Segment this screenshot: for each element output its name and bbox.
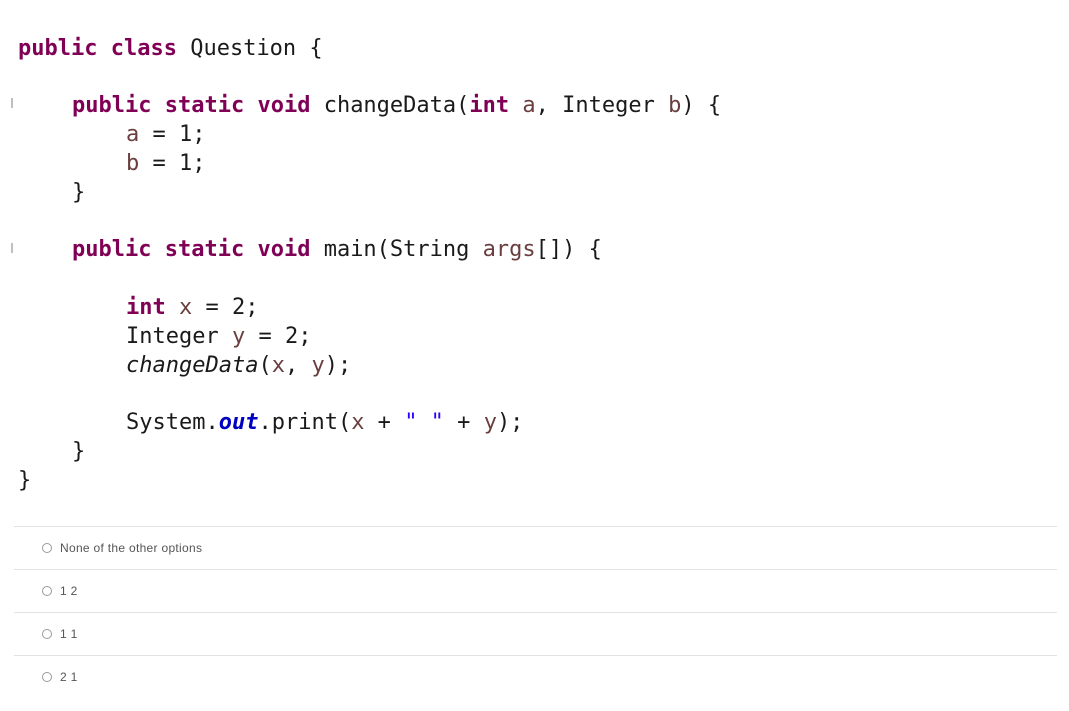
code-line-7: int x = 2;	[126, 294, 258, 322]
keyword: static	[164, 93, 245, 118]
code-line-6: public static void main(String args[]) {	[72, 236, 602, 264]
keyword: int	[126, 295, 166, 320]
answer-options: None of the other options 1 2 1 1 2 1	[14, 526, 1057, 698]
code-text: Question {	[176, 36, 323, 61]
variable: b	[668, 93, 682, 118]
string-literal: " "	[404, 410, 444, 435]
code-text: = 1;	[139, 122, 206, 147]
code-line-9: changeData(x, y);	[126, 352, 351, 380]
code-text: );	[496, 410, 524, 435]
code-line-11: }	[72, 438, 85, 466]
code-text: .print(	[258, 410, 352, 435]
radio-button[interactable]	[42, 672, 52, 682]
code-text: = 1;	[139, 151, 206, 176]
variable: x	[271, 353, 285, 378]
code-text: Integer	[126, 324, 232, 349]
code-text: }	[18, 468, 32, 493]
gutter-marker	[11, 243, 13, 253]
variable: y	[231, 324, 246, 349]
code-line-10: System.out.print(x + " " + y);	[126, 409, 523, 437]
keyword: int	[469, 93, 510, 118]
variable: b	[126, 151, 140, 176]
method-call: changeData	[126, 353, 259, 378]
option-label: 1 2	[60, 584, 78, 598]
code-text: , Integer	[535, 93, 669, 118]
option-row[interactable]: 2 1	[14, 655, 1057, 698]
radio-button[interactable]	[42, 586, 52, 596]
code-text: changeData(	[310, 93, 470, 118]
keyword: static	[164, 237, 245, 262]
keyword: void	[257, 93, 311, 118]
variable: y	[311, 353, 325, 378]
option-row[interactable]: 1 1	[14, 612, 1057, 655]
variable: x	[165, 295, 193, 320]
option-row[interactable]: None of the other options	[14, 526, 1057, 569]
static-field: out	[218, 410, 259, 435]
code-snippet: public class Question { public static vo…	[11, 35, 721, 495]
code-text: +	[443, 410, 484, 435]
variable: y	[483, 410, 497, 435]
code-text: = 2;	[192, 295, 259, 320]
code-text: }	[72, 180, 86, 205]
code-text: ) {	[681, 93, 722, 118]
keyword: void	[257, 237, 311, 262]
code-line-1: public class Question {	[18, 35, 323, 63]
gutter-marker	[11, 98, 13, 108]
code-line-12: }	[18, 467, 31, 495]
radio-button[interactable]	[42, 543, 52, 553]
variable: args	[482, 237, 536, 262]
code-line-2: public static void changeData(int a, Int…	[72, 92, 721, 120]
option-label: 2 1	[60, 670, 78, 684]
code-text: );	[324, 353, 352, 378]
variable: a	[509, 93, 536, 118]
variable: x	[351, 410, 365, 435]
code-line-8: Integer y = 2;	[126, 323, 311, 351]
code-text: System.	[126, 410, 219, 435]
keyword: class	[110, 36, 177, 61]
option-label: None of the other options	[60, 541, 203, 555]
option-row[interactable]: 1 2	[14, 569, 1057, 612]
code-text: (	[258, 353, 272, 378]
code-text: +	[364, 410, 405, 435]
code-text: []) {	[535, 237, 602, 262]
radio-button[interactable]	[42, 629, 52, 639]
code-line-5: }	[72, 179, 85, 207]
code-line-4: b = 1;	[126, 150, 205, 178]
variable: a	[126, 122, 140, 147]
code-text: = 2;	[245, 324, 312, 349]
code-text: ,	[284, 353, 312, 378]
keyword: public	[18, 36, 98, 61]
code-text: main(String	[310, 237, 483, 262]
code-text: }	[72, 439, 86, 464]
keyword: public	[72, 93, 152, 118]
keyword: public	[72, 237, 152, 262]
code-line-3: a = 1;	[126, 121, 205, 149]
option-label: 1 1	[60, 627, 78, 641]
